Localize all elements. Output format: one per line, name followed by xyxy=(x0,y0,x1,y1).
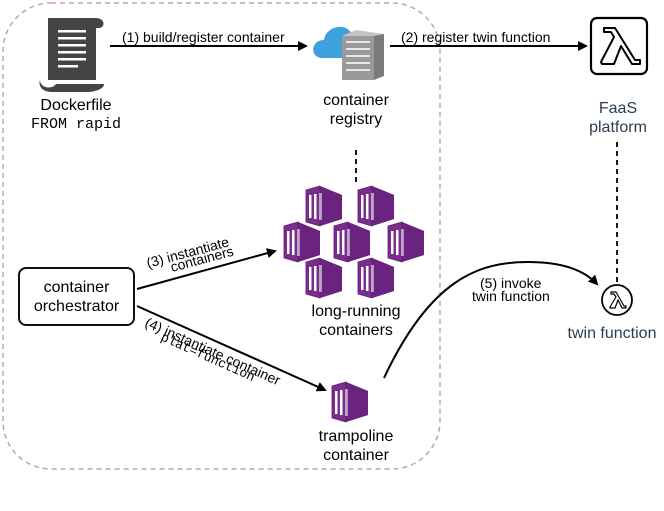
registry-cloud-icon xyxy=(313,26,384,80)
faas-label-line1: FaaS xyxy=(598,100,638,117)
long-running-label-line2: containers xyxy=(319,322,393,339)
trampoline-container-icon xyxy=(331,381,369,423)
edge-5-label-line1: (5) invoke xyxy=(480,275,542,291)
lambda-icon xyxy=(589,16,649,76)
trampoline-label-line2: container xyxy=(323,447,389,464)
system-boundary xyxy=(2,2,441,470)
edge-5-arrow xyxy=(383,260,599,379)
orchestrator-label-line2: orchestrator xyxy=(33,298,120,315)
long-running-label-line1: long-running xyxy=(311,303,401,320)
container-orchestrator-node: container orchestrator xyxy=(18,267,135,326)
edge-5-label-line2: twin function xyxy=(472,288,550,304)
trampoline-label-line1: trampoline xyxy=(318,428,394,445)
twin-function-icon xyxy=(601,284,633,316)
edge-1-label: (1) build/register container xyxy=(122,29,285,45)
dockerfile-label: Dockerfile xyxy=(40,97,112,114)
registry-label-line1: container xyxy=(323,92,389,109)
faas-label-line2: platform xyxy=(589,119,647,136)
edge-2-label: (2) register twin function xyxy=(401,29,550,45)
orchestrator-label-line1: container xyxy=(43,279,110,296)
edge-4-arrow xyxy=(136,305,327,392)
scroll-icon xyxy=(39,18,104,92)
twin-function-label: twin function xyxy=(567,325,657,342)
edge-3-arrow xyxy=(136,248,277,290)
registry-label-line2: registry xyxy=(329,111,383,128)
long-running-containers-icon xyxy=(283,185,425,299)
dockerfile-code: FROM rapid xyxy=(30,116,121,133)
